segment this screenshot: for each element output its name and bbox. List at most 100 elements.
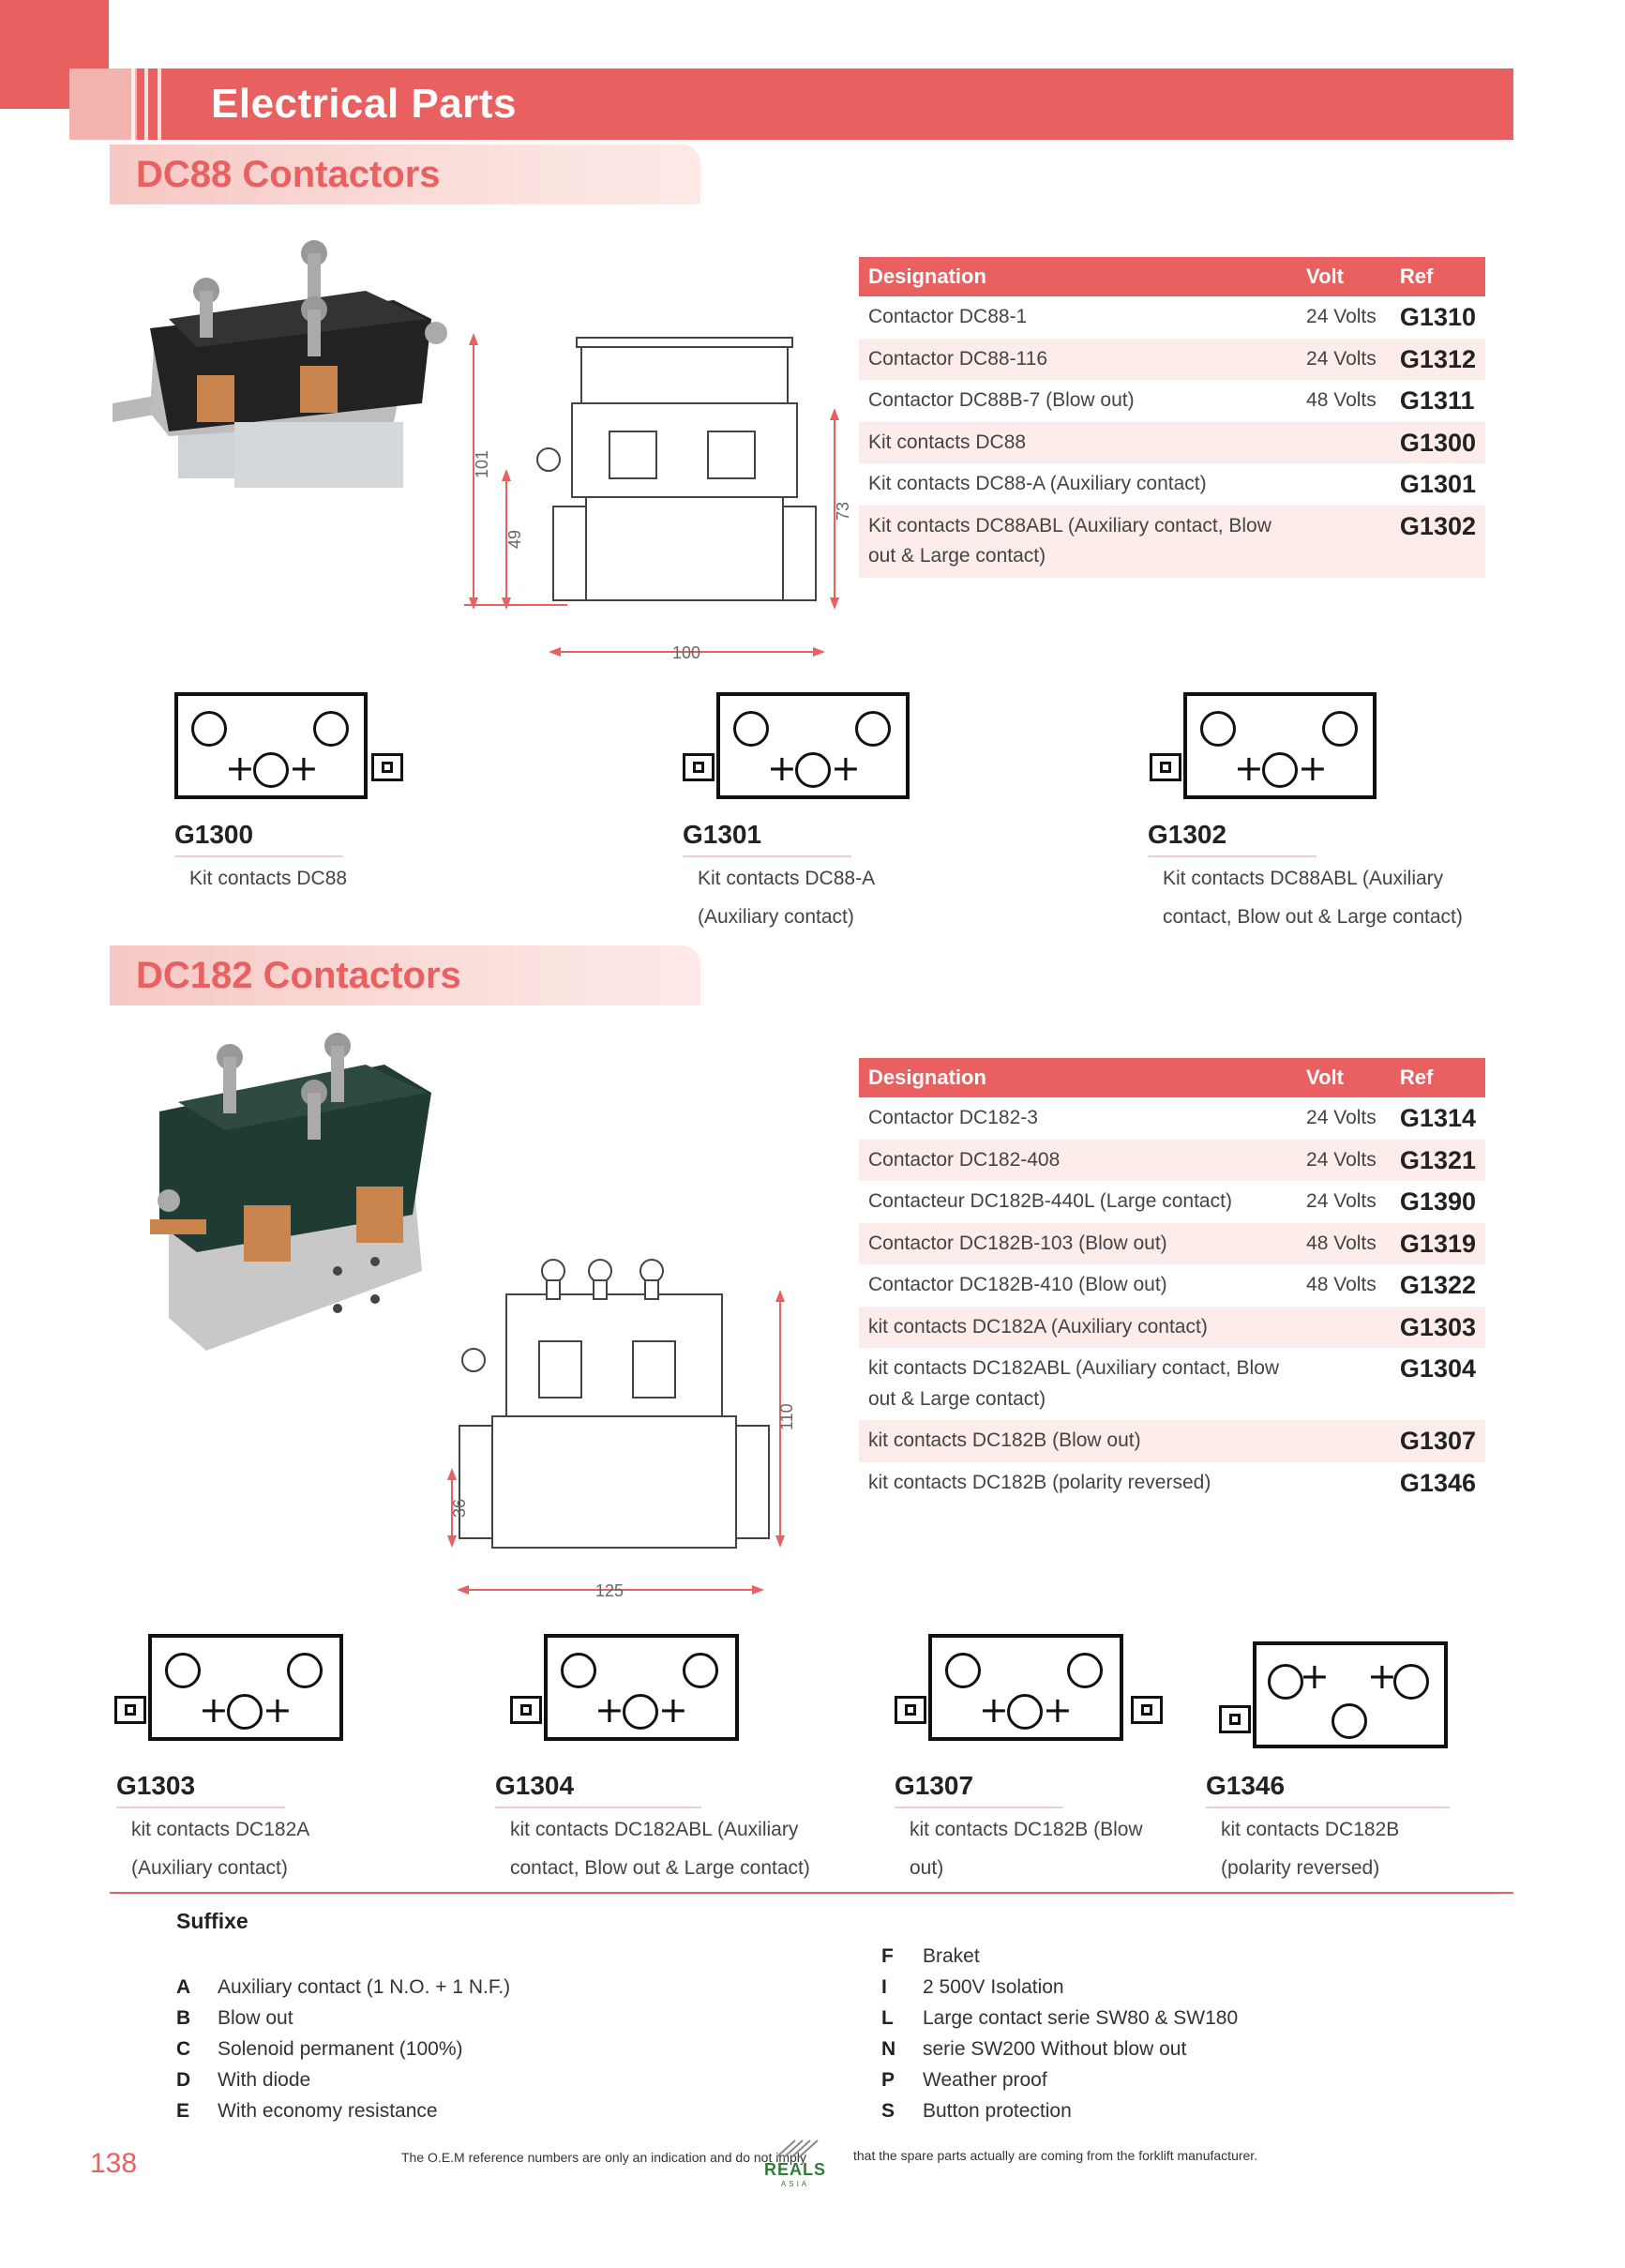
suffixe-code: B: [176, 2007, 191, 2029]
plus-symbol: +: [1043, 1689, 1073, 1731]
plus-symbol: +: [767, 748, 797, 789]
dc88-dimension-drawing: 101 49 73 100: [464, 333, 852, 662]
cell-ref: G1346: [1399, 1468, 1476, 1497]
suffixe-title: Suffixe: [176, 1909, 248, 1933]
plus-symbol: +: [225, 748, 255, 789]
contact-circle: [855, 711, 891, 747]
kit-description: kit contacts DC182A (Auxiliary contact): [131, 1819, 309, 1879]
tab-connector: [371, 753, 403, 781]
suffixe-code: A: [176, 1976, 191, 1998]
plus-symbol: +: [1298, 748, 1328, 789]
kit-underline: [895, 1807, 1063, 1808]
plus-symbol: +: [263, 1689, 293, 1731]
logo-subtext: ASIA: [780, 2180, 810, 2188]
suffixe-text: Weather proof: [923, 2069, 1047, 2091]
cell-ref: G1321: [1390, 1139, 1485, 1182]
cell-volt: 24 Volts: [1306, 1190, 1377, 1213]
kit-underline: [174, 855, 343, 857]
dim-height-total: 110: [777, 1403, 796, 1430]
dim-height-body: 73: [834, 502, 852, 521]
contact-circle: [733, 711, 769, 747]
kit-diagram-g1307: + +: [928, 1634, 1123, 1741]
contact-circle: [795, 752, 831, 788]
section-title-dc182: DC182 Contactors: [110, 945, 700, 1005]
kit-description: Kit contacts DC88ABL (Auxiliary contact,…: [1163, 868, 1463, 928]
col-designation: Designation: [859, 1058, 1298, 1097]
cell-ref: G1319: [1390, 1222, 1485, 1265]
cell-volt: 48 Volts: [1306, 1274, 1377, 1296]
kit-ref: G1300: [174, 820, 254, 849]
kit-underline: [116, 1807, 285, 1808]
plus-symbol: +: [831, 748, 861, 789]
suffixe-text: Button protection: [923, 2100, 1072, 2122]
suffixe-text: Blow out: [218, 2007, 293, 2029]
cell-volt: 24 Volts: [1297, 338, 1391, 381]
cell-designation: Kit contacts DC88ABL (Auxiliary contact,…: [859, 505, 1298, 578]
cell-ref: G1314: [1399, 1104, 1476, 1132]
kit-underline: [683, 855, 851, 857]
section-title-text: DC88 Contactors: [136, 154, 441, 195]
suffixe-text: Solenoid permanent (100%): [218, 2038, 463, 2060]
col-ref: Ref: [1390, 257, 1485, 296]
plus-symbol: +: [289, 748, 319, 789]
kit-description: Kit contacts DC88: [189, 868, 348, 889]
cell-volt: [1297, 505, 1391, 578]
cell-designation: Kit contacts DC88: [859, 421, 1298, 464]
cell-volt: [1297, 463, 1391, 506]
kit-diagram-g1302: + +: [1183, 692, 1377, 799]
col-volt: Volt: [1297, 1058, 1391, 1097]
contact-circle: [1262, 752, 1298, 788]
contact-circle: [683, 1653, 718, 1688]
plus-symbol: +: [1367, 1656, 1397, 1697]
cell-designation: kit contacts DC182B (polarity reversed): [868, 1471, 1211, 1493]
suffixe-text: With diode: [218, 2069, 311, 2091]
footer-note-right: that the spare parts actually are coming…: [853, 2148, 1258, 2163]
dim-height-total: 101: [473, 450, 491, 478]
cell-designation: Contactor DC182-408: [859, 1139, 1298, 1182]
cell-designation: Contactor DC88-1: [868, 306, 1028, 327]
cell-designation: Contacteur DC182B-440L (Large contact): [868, 1190, 1232, 1213]
cell-designation: kit contacts DC182ABL (Auxiliary contact…: [868, 1357, 1280, 1410]
footer-note-left: The O.E.M reference numbers are only an …: [401, 2150, 806, 2165]
dim-height-lower: 49: [505, 530, 524, 549]
cell-ref: G1307: [1390, 1420, 1485, 1462]
kit-diagram-g1303: + +: [148, 1634, 343, 1741]
cell-ref: G1310: [1399, 303, 1476, 331]
dim-width: 100: [672, 643, 700, 662]
table-header-row: Designation Volt Ref: [859, 1058, 1485, 1097]
cell-volt: [1297, 1306, 1391, 1349]
table-row: kit contacts DC182A (Auxiliary contact)G…: [859, 1306, 1485, 1349]
cell-ref: G1322: [1399, 1271, 1476, 1300]
suffixe-code: N: [881, 2038, 896, 2060]
contact-circle: [945, 1653, 981, 1688]
cell-volt: 48 Volts: [1306, 389, 1377, 412]
contact-circle: [191, 711, 227, 747]
suffixe-text: With economy resistance: [218, 2100, 438, 2122]
cell-volt: 48 Volts: [1297, 1222, 1391, 1265]
suffixe-code: F: [881, 1945, 894, 1967]
suffixe-text: 2 500V Isolation: [923, 1976, 1064, 1998]
cell-volt: 24 Volts: [1306, 1107, 1377, 1128]
kit-description: kit contacts DC182B (Blow out): [910, 1819, 1143, 1879]
tab-connector: [683, 753, 715, 781]
kit-ref: G1307: [895, 1771, 974, 1800]
tab-connector: [114, 1696, 146, 1724]
section-title-text: DC182 Contactors: [136, 955, 461, 996]
kit-diagram-g1304: + +: [544, 1634, 739, 1741]
cell-ref: G1312: [1390, 338, 1485, 381]
col-designation: Designation: [859, 257, 1298, 296]
cell-volt: [1297, 1348, 1391, 1420]
